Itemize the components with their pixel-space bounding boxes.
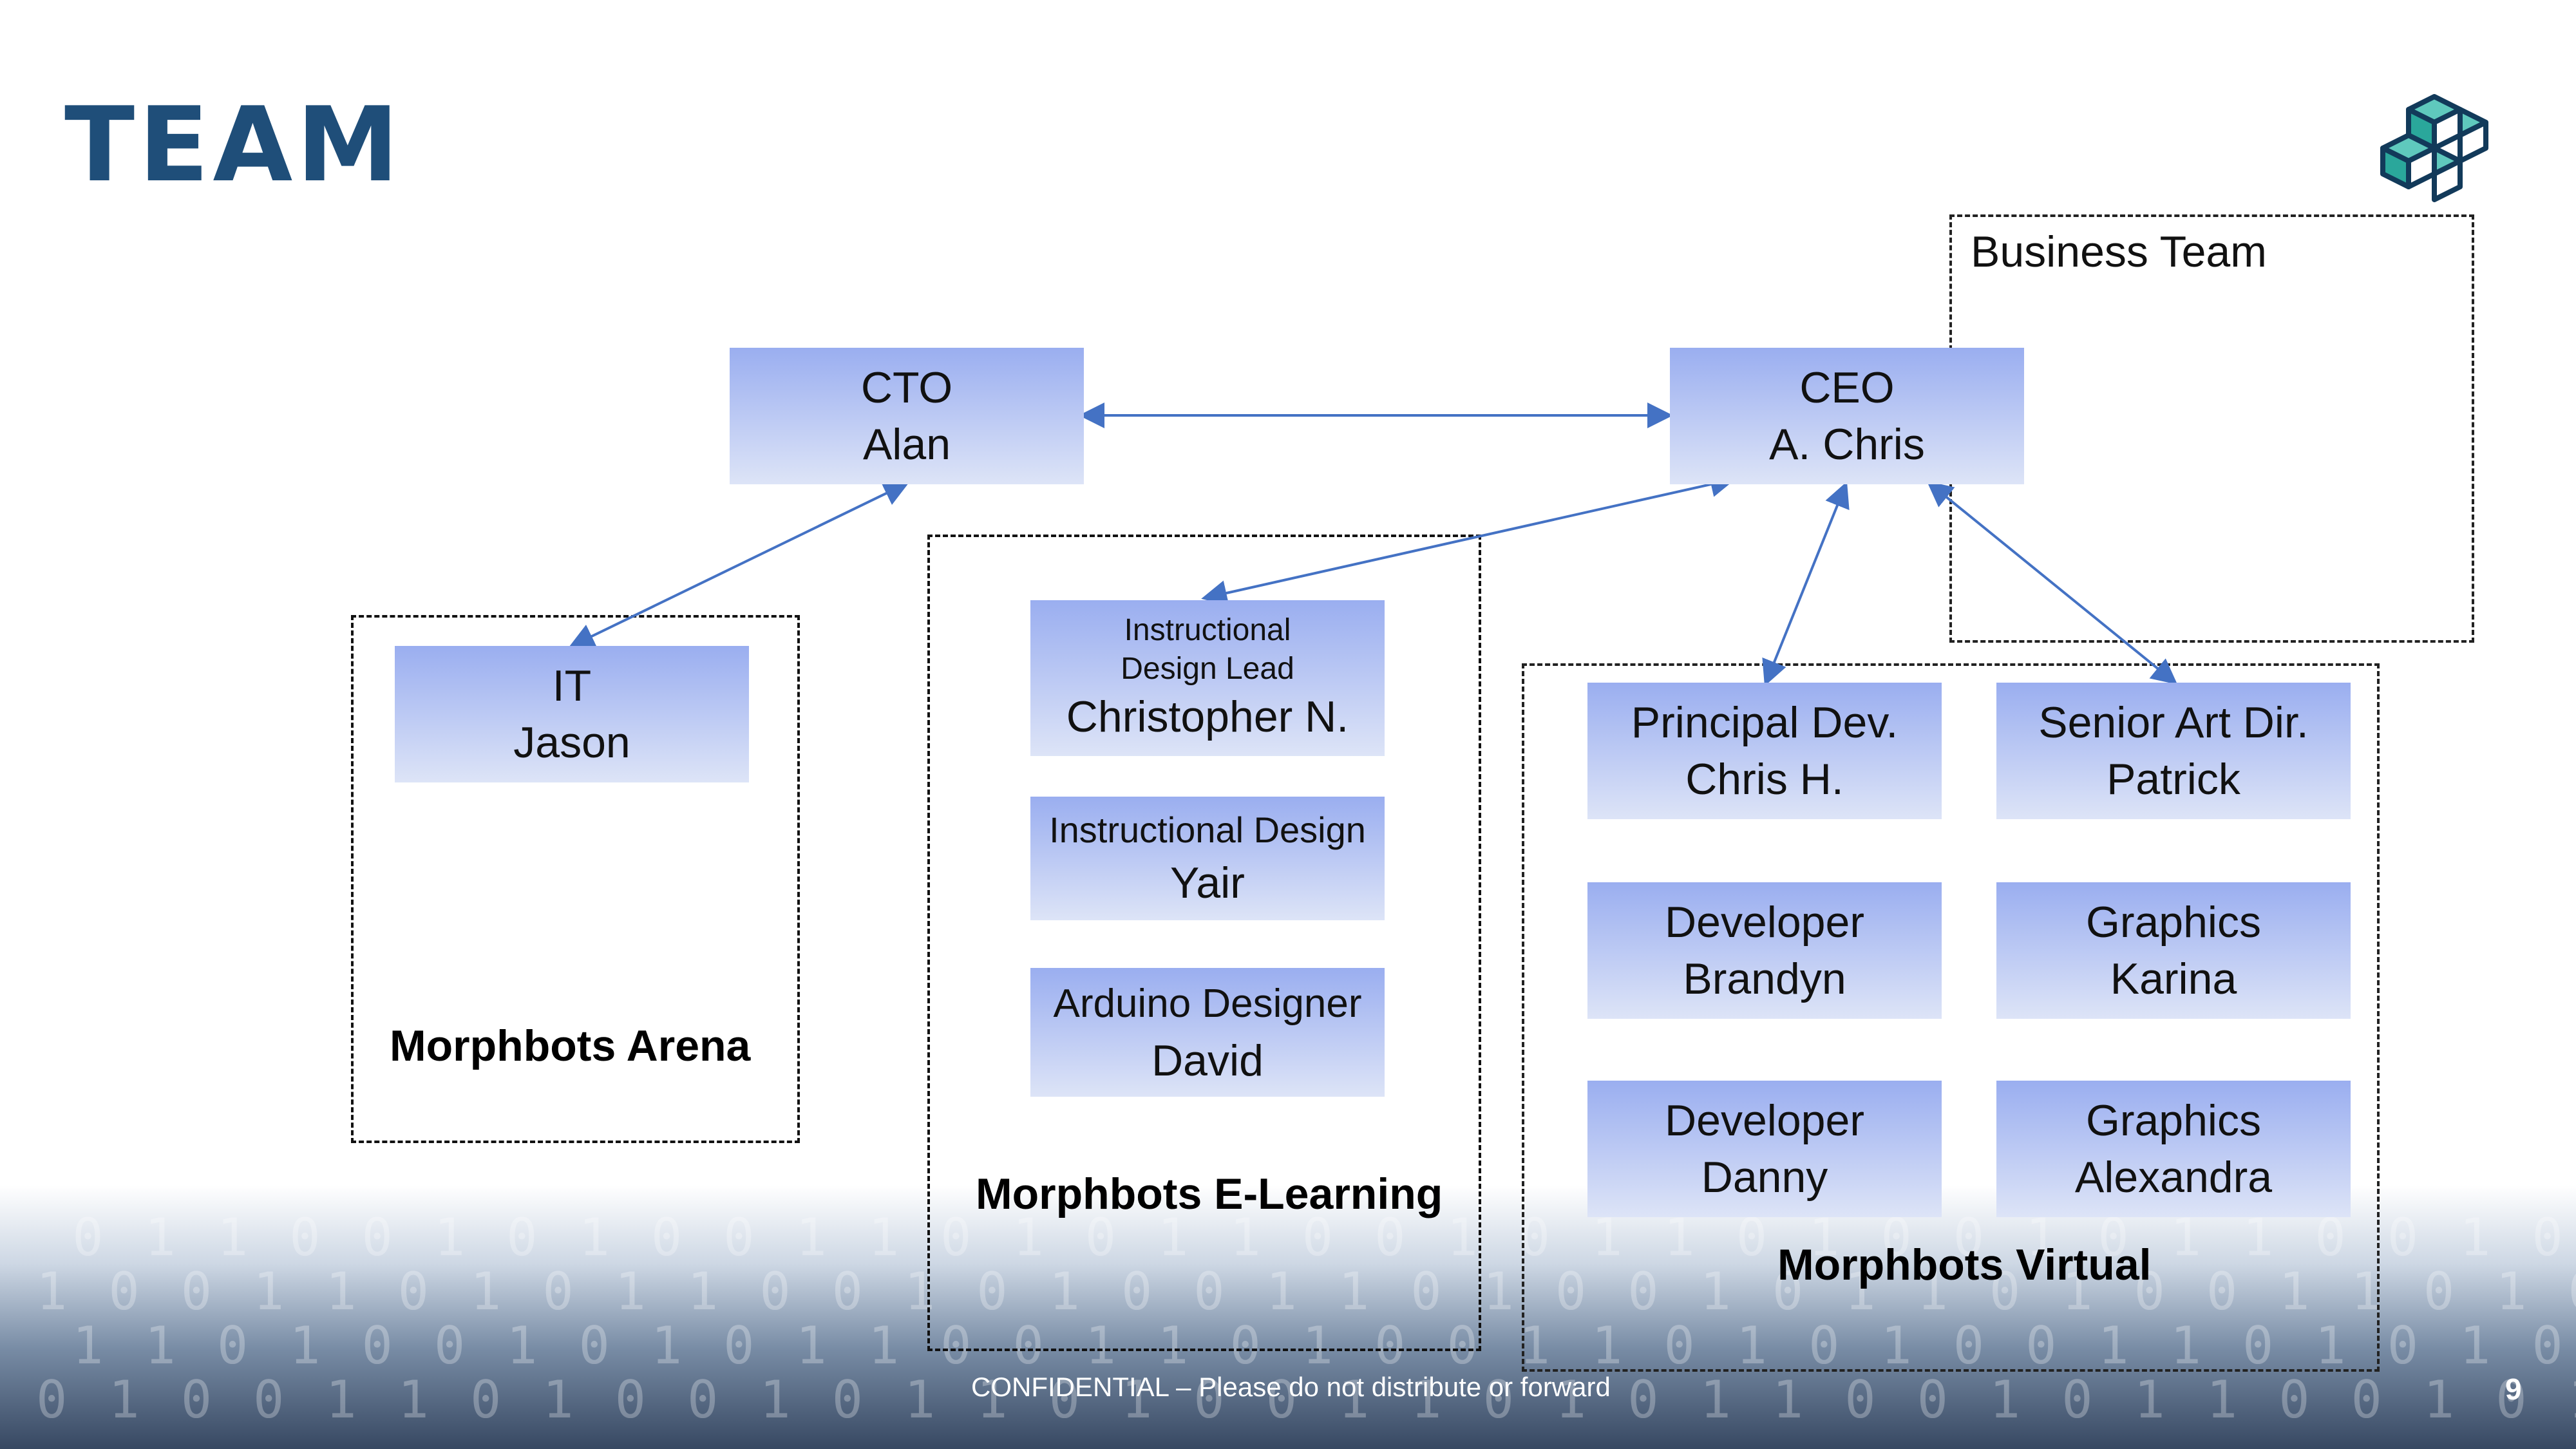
node-dev1-name: Brandyn [1683, 954, 1846, 1003]
connector-ceo-id-lead [1201, 471, 1736, 606]
cube-stack-logo-icon [2380, 94, 2488, 202]
node-arduino-name: David [1151, 1036, 1264, 1085]
node-it: IT Jason [395, 646, 749, 782]
node-arduino-role: Arduino Designer [1053, 981, 1362, 1026]
node-gfx1-role: Graphics [2085, 898, 2262, 947]
connector-cto-it [568, 481, 910, 649]
node-art: Senior Art Dir. Patrick [1996, 683, 2351, 819]
node-arduino: Arduino Designer David [1030, 968, 1385, 1097]
node-dev2-name: Danny [1701, 1153, 1828, 1202]
node-it-role: IT [552, 661, 592, 710]
node-cto-role: CTO [860, 363, 953, 412]
node-it-name: Jason [513, 718, 630, 767]
node-principal: Principal Dev. Chris H. [1587, 683, 1942, 819]
node-gfx2-role: Graphics [2085, 1096, 2262, 1145]
node-id-lead-name: Christopher N. [1066, 692, 1349, 741]
node-id-lead-role: Instructional Design Lead [1121, 613, 1294, 686]
connector-ceo-principal [1762, 481, 1850, 687]
node-principal-name: Chris H. [1685, 755, 1844, 804]
binary-pattern-decoration: 0 1 1 0 0 1 0 1 0 0 1 1 0 1 0 1 1 0 0 1 … [36, 1211, 2576, 1430]
node-dev1-role: Developer [1665, 898, 1864, 947]
group-label-elearning: Morphbots E-Learning [976, 1170, 1443, 1218]
node-ceo: CEO A. Chris [1670, 348, 2024, 484]
node-id-name: Yair [1170, 858, 1245, 907]
node-ceo-role: CEO [1799, 363, 1895, 412]
group-label-arena: Morphbots Arena [390, 1021, 751, 1070]
confidential-notice: CONFIDENTIAL – Please do not distribute … [971, 1372, 1611, 1402]
node-id: Instructional Design Yair [1030, 797, 1385, 920]
page-number: 9 [2505, 1372, 2522, 1406]
node-cto-name: Alan [862, 420, 951, 469]
node-art-role: Senior Art Dir. [2038, 698, 2309, 747]
footer-background [0, 1185, 2576, 1449]
node-gfx2-name: Alexandra [2074, 1153, 2273, 1202]
node-dev1: Developer Brandyn [1587, 882, 1942, 1019]
node-art-name: Patrick [2107, 755, 2240, 804]
slide-title: TEAM [64, 84, 403, 205]
connector-ceo-art [1926, 480, 2178, 685]
node-principal-role: Principal Dev. [1631, 698, 1899, 747]
node-ceo-name: A. Chris [1769, 420, 1925, 469]
node-gfx1-name: Karina [2110, 954, 2237, 1003]
group-label-business: Business Team [1971, 227, 2267, 276]
node-gfx1: Graphics Karina [1996, 882, 2351, 1019]
group-label-virtual: Morphbots Virtual [1777, 1240, 2152, 1289]
node-id-role: Instructional Design [1049, 810, 1366, 850]
node-id-lead: Instructional Design Lead Christopher N. [1030, 600, 1385, 756]
node-cto: CTO Alan [730, 348, 1084, 484]
node-dev2-role: Developer [1665, 1096, 1864, 1145]
node-gfx2: Graphics Alexandra [1996, 1081, 2351, 1217]
node-dev2: Developer Danny [1587, 1081, 1942, 1217]
